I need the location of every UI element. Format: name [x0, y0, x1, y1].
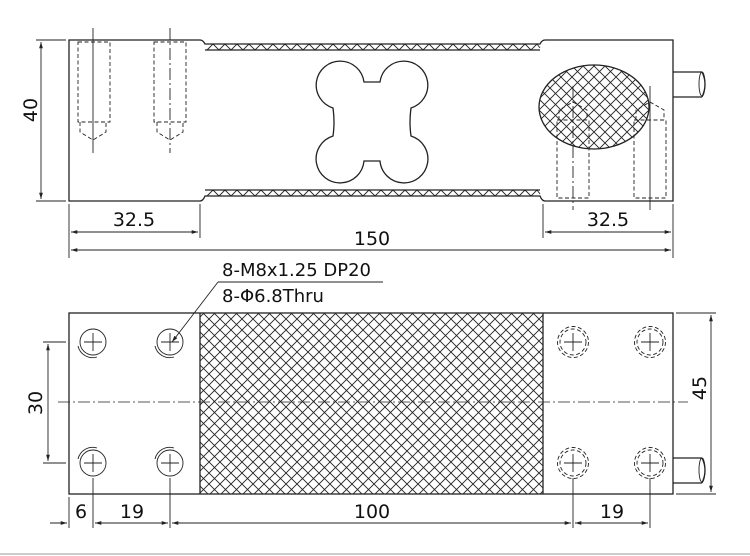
dim-left-mount: 32.5: [68, 204, 201, 258]
gauge-area-hatch: [200, 313, 543, 494]
dim-height-40: 40: [20, 39, 66, 202]
dim-label-40: 40: [20, 98, 42, 122]
dim-label-19-left: 19: [120, 501, 144, 523]
dim-label-32-5-left: 32.5: [113, 209, 155, 231]
dim-label-100: 100: [354, 501, 390, 523]
dim-hole-spacing-30: 30: [25, 341, 66, 464]
load-cell-body-side: [68, 39, 674, 202]
dim-label-45: 45: [689, 376, 711, 400]
hole-note-thru: 8-Φ6.8Thru: [222, 286, 324, 307]
hole-note-thread: 8-M8x1.25 DP20: [222, 260, 371, 281]
cable-stub-side: [673, 71, 706, 98]
dim-chain-bottom: 6 19 100 19: [50, 478, 651, 528]
cloverleaf-cutout: [315, 60, 429, 184]
dim-width-45: 45: [676, 312, 716, 495]
left-threaded-holes-side: [77, 28, 187, 153]
cable-entry-oval: [538, 64, 650, 150]
dim-label-30: 30: [25, 391, 47, 415]
dim-label-32-5-right: 32.5: [587, 209, 629, 231]
dim-label-19-right: 19: [600, 501, 624, 523]
cable-stub-top: [673, 457, 706, 484]
dim-label-150: 150: [354, 228, 390, 250]
top-view: 30 45 6 19 100 19: [25, 312, 716, 528]
dim-overall-length: 150: [71, 228, 671, 252]
dim-label-6: 6: [75, 501, 87, 523]
dim-right-mount: 32.5: [542, 204, 674, 258]
side-view: 40 32.5 32.5 150: [20, 28, 706, 258]
left-mount-holes: [77, 328, 184, 477]
right-threaded-holes-side: [556, 86, 667, 210]
hole-callout: 8-M8x1.25 DP20 8-Φ6.8Thru: [171, 260, 383, 343]
right-mount-holes: [557, 326, 666, 479]
